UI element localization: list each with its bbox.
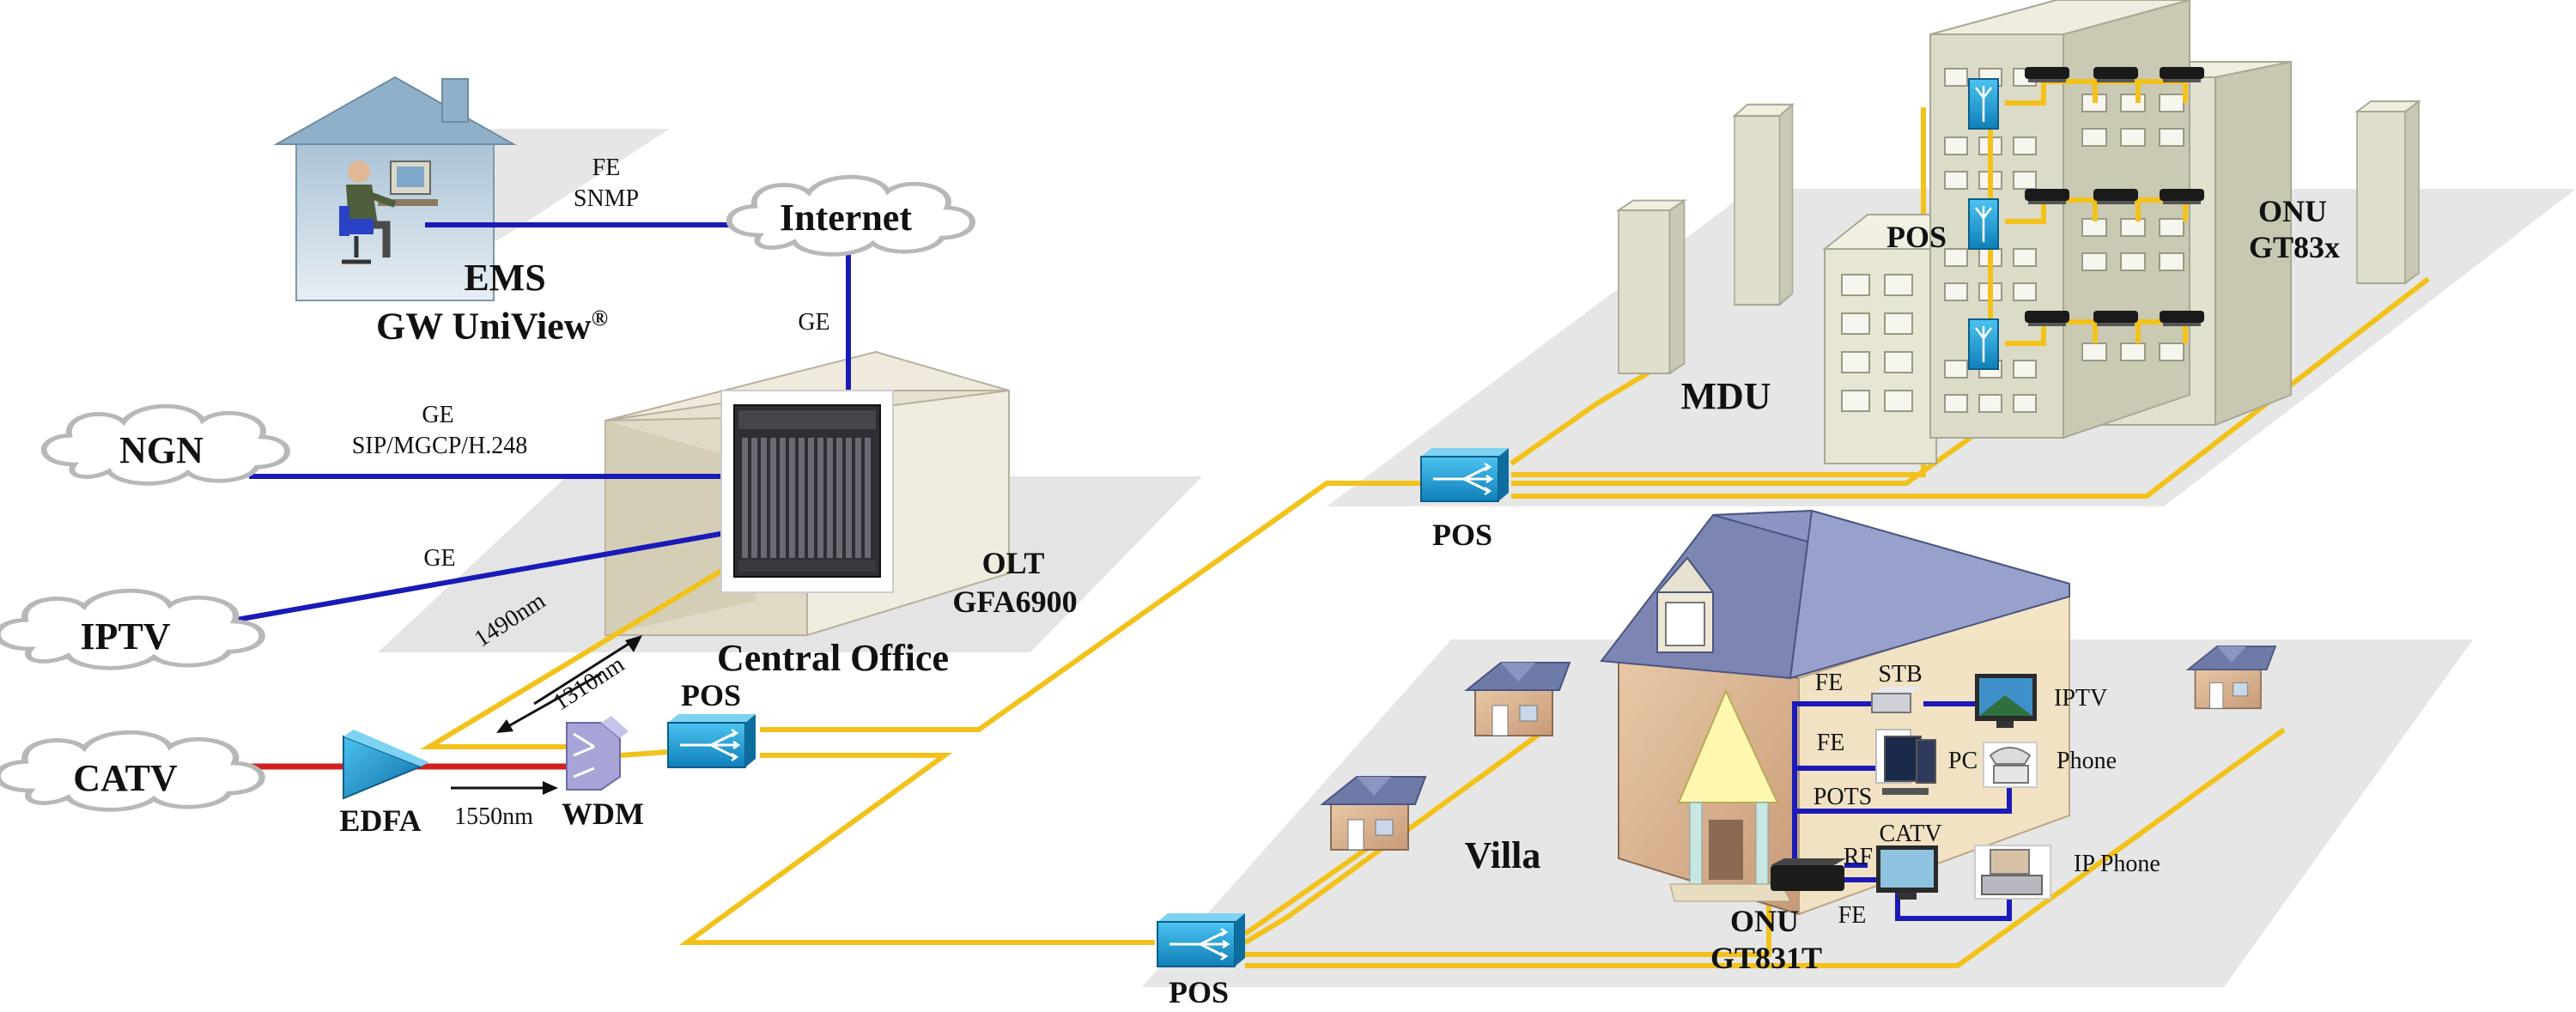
ems-subtitle: GW UniView bbox=[376, 305, 592, 348]
wdm-label: WDM bbox=[562, 797, 644, 831]
villa-fe-ip-phone-label: FE bbox=[1838, 902, 1867, 929]
fe-link-label: FE bbox=[592, 155, 621, 181]
mdu-onu-label: ONU bbox=[2258, 194, 2327, 228]
villa-pc-label: PC bbox=[1947, 748, 1978, 774]
internet-cloud-label: Internet bbox=[780, 197, 912, 239]
ems-title: EMS bbox=[464, 257, 546, 299]
iptv-olt-link bbox=[231, 530, 731, 623]
mdu-onu-model-label: GT83x bbox=[2248, 230, 2341, 264]
olt-model-label: GFA6900 bbox=[952, 585, 1078, 619]
ip-phone-icon bbox=[1974, 845, 2051, 900]
sip-protocol-label: SIP/MGCP/H.248 bbox=[351, 433, 528, 459]
pos-mdu-building-label: POS bbox=[1886, 220, 1947, 254]
wdm-coupler bbox=[566, 716, 629, 791]
villa-catv-label: CATV bbox=[1879, 821, 1942, 847]
registered-mark: ® bbox=[591, 306, 609, 330]
iptv-tv-icon bbox=[1975, 674, 2037, 728]
villa-iptv-label: IPTV bbox=[2054, 685, 2108, 712]
central-office-title: Central Office bbox=[717, 637, 949, 679]
villa-ip-phone-label: IP Phone bbox=[2074, 851, 2160, 877]
pos-splitter-co bbox=[666, 712, 757, 769]
pc-icon bbox=[1875, 729, 1936, 795]
iptv-cloud-label: IPTV bbox=[80, 615, 171, 657]
pos-mdu-label: POS bbox=[1431, 518, 1493, 552]
villa-onu-model-label: GT831T bbox=[1710, 941, 1823, 975]
villa-pots-label: POTS bbox=[1813, 784, 1873, 810]
ems-house bbox=[273, 76, 517, 301]
villa-fe-pc-label: FE bbox=[1816, 730, 1845, 756]
catv-tv-icon bbox=[1876, 845, 1938, 900]
villa-fe-stb-label: FE bbox=[1814, 670, 1844, 696]
ems-subtitle-line: GW UniView® bbox=[376, 307, 608, 346]
pos-splitter-mdu bbox=[1419, 446, 1510, 503]
ethernet-links bbox=[231, 222, 851, 623]
mdu-title: MDU bbox=[1680, 375, 1771, 417]
villa-fiber-2 bbox=[1243, 727, 1547, 945]
mdu-floor-pos bbox=[1967, 77, 2000, 371]
villa-onu-box bbox=[1771, 858, 1846, 891]
edfa-amplifier bbox=[343, 730, 429, 800]
wdm-pos-fiber bbox=[619, 749, 669, 758]
pos-villa-fiber bbox=[678, 753, 1155, 945]
edfa-label: EDFA bbox=[339, 803, 422, 838]
catv-cloud-label: CATV bbox=[73, 757, 178, 799]
olt-chassis bbox=[720, 390, 894, 593]
villa-title: Villa bbox=[1464, 834, 1541, 876]
villa-fiber-4 bbox=[1245, 727, 2286, 968]
wavelength-1550-label: 1550nm bbox=[454, 803, 533, 830]
snmp-link-label: SNMP bbox=[573, 185, 640, 212]
ge-internet-label: GE bbox=[798, 309, 830, 336]
phone-icon bbox=[1983, 742, 2038, 788]
pos-villa-label: POS bbox=[1168, 975, 1230, 1009]
villa-rf-label: RF bbox=[1843, 844, 1874, 870]
villa-stb-label: STB bbox=[1878, 661, 1923, 688]
pos-splitter-villa bbox=[1156, 912, 1247, 968]
olt-label: OLT bbox=[981, 546, 1045, 580]
pos-co-label: POS bbox=[680, 678, 742, 712]
villa-onu-label: ONU bbox=[1730, 904, 1799, 938]
olt-wdm-fiber bbox=[420, 568, 723, 749]
stb-icon bbox=[1871, 687, 1923, 713]
operator-icon bbox=[339, 161, 438, 264]
villa-phone-label: Phone bbox=[2057, 748, 2117, 774]
ge-iptv-label: GE bbox=[423, 545, 456, 572]
pos-mdu-fiber bbox=[760, 481, 1421, 732]
wavelength-arrows bbox=[451, 635, 642, 795]
mdu-fiber-4 bbox=[1511, 276, 2430, 499]
ngn-cloud-label: NGN bbox=[119, 429, 204, 471]
ge-ngn-label: GE bbox=[422, 402, 454, 428]
